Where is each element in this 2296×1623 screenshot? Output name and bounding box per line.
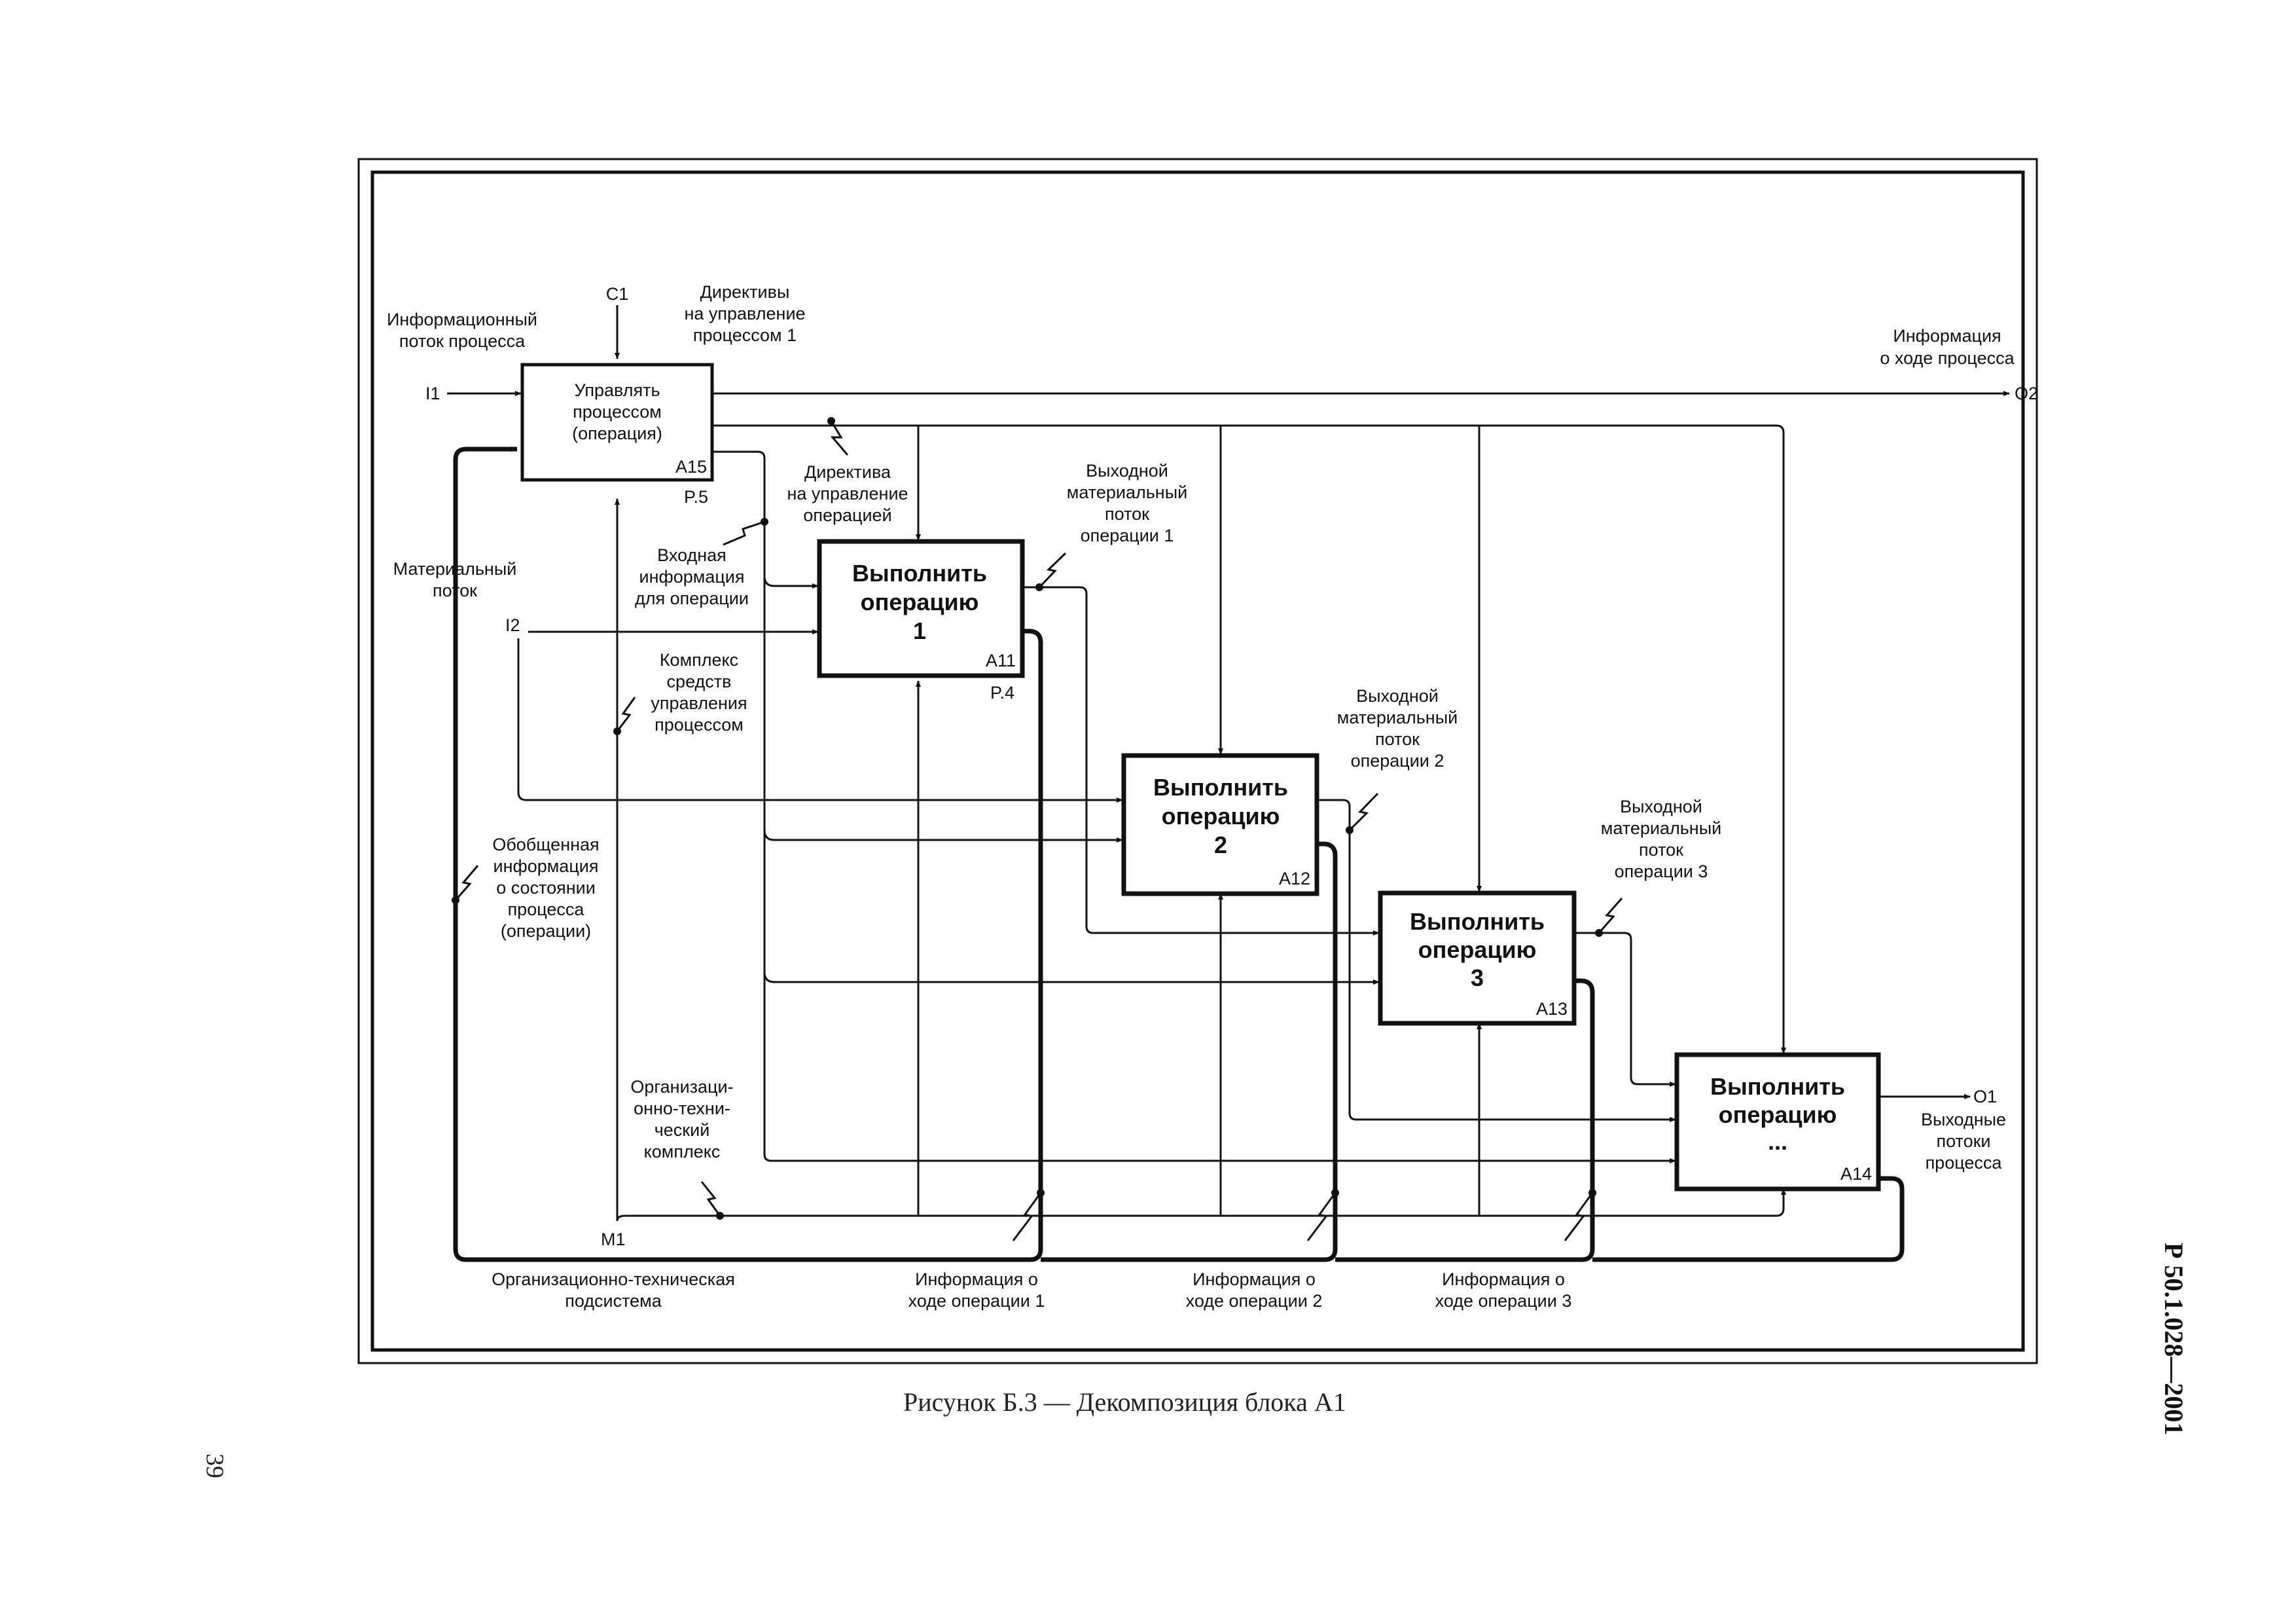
box-a11-title-2: операцию <box>861 589 979 615</box>
label-org-tech-complex-2: онно-техни- <box>634 1099 730 1118</box>
label-info-flow-2: поток процесса <box>399 331 526 351</box>
label-output-flow-2-1: Выходной <box>1356 686 1439 706</box>
box-a13-title-1: Выполнить <box>1410 908 1545 935</box>
box-a12-title-3: 2 <box>1214 831 1227 858</box>
page-number: 39 <box>201 1453 228 1478</box>
arrow-labels: C1 I1 I2 M1 O1 O2 Информационный поток п… <box>387 282 2038 1311</box>
label-output-flow-2-4: операции 2 <box>1351 751 1444 771</box>
label-process-info-2: о ходе процесса <box>1880 348 2015 368</box>
label-directives-3: процессом 1 <box>693 325 797 345</box>
label-i2: I2 <box>505 615 520 635</box>
box-a11-ref: P.4 <box>990 683 1014 702</box>
label-control-means-3: управления <box>651 693 747 713</box>
label-org-tech-complex-1: Организаци- <box>630 1077 733 1097</box>
label-input-info-3: для операции <box>635 589 749 608</box>
label-generalized-info-1: Обобщенная <box>492 835 599 854</box>
label-material-flow-1: Материальный <box>393 559 517 579</box>
box-a14-title-1: Выполнить <box>1710 1073 1845 1100</box>
box-a15-title-1: Управлять <box>574 380 660 400</box>
label-directives-2: на управление <box>684 304 805 323</box>
connectors <box>447 305 2010 1262</box>
label-m1: M1 <box>601 1230 626 1249</box>
label-generalized-info-2: информация <box>493 856 599 876</box>
label-op-info-3-2: ходе операции 3 <box>1435 1291 1572 1311</box>
label-control-means-1: Комплекс <box>660 650 738 670</box>
label-input-info-1: Входная <box>657 545 726 565</box>
label-output-flow-2-3: поток <box>1375 729 1420 749</box>
box-a15-title-2: процессом <box>573 402 662 422</box>
label-input-info-2: информация <box>639 567 745 587</box>
box-a15-code: A15 <box>675 457 707 477</box>
label-org-tech-subsystem-1: Организационно-техническая <box>492 1269 735 1289</box>
label-op-info-1-1: Информация о <box>915 1269 1038 1289</box>
figure-caption: Рисунок Б.3 — Декомпозиция блока A1 <box>903 1387 1346 1417</box>
box-a12-title-2: операцию <box>1162 803 1280 830</box>
label-i1: I1 <box>425 384 440 403</box>
label-output-streams-3: процесса <box>1926 1153 2003 1173</box>
label-info-flow-1: Информационный <box>387 310 537 329</box>
junction-dots <box>452 417 1603 1220</box>
box-a15: Управлять процессом (операция) A15 <box>520 363 714 482</box>
label-generalized-info-4: процесса <box>508 900 585 919</box>
box-a12-title-1: Выполнить <box>1153 774 1288 801</box>
label-op-info-2-2: ходе операции 2 <box>1186 1291 1323 1311</box>
box-a15-title-3: (операция) <box>572 424 662 443</box>
label-control-means-4: процессом <box>655 715 744 735</box>
box-a13-code: A13 <box>1536 999 1568 1019</box>
label-org-tech-subsystem-2: подсистема <box>565 1291 662 1311</box>
label-output-streams-1: Выходные <box>1921 1110 2006 1129</box>
label-op-directive-2: на управление <box>787 484 908 503</box>
outer-frame <box>357 158 2038 1364</box>
box-a11-code: A11 <box>986 651 1016 670</box>
label-output-flow-1-2: материальный <box>1067 483 1187 502</box>
box-a13-title-2: операцию <box>1418 936 1537 963</box>
label-org-tech-complex-3: ческий <box>655 1120 710 1140</box>
label-org-tech-complex-4: комплекс <box>644 1142 721 1161</box>
label-op-info-2-1: Информация о <box>1193 1269 1316 1289</box>
document-id: Р 50.1.028—2001 <box>2159 1243 2189 1436</box>
box-a14: Выполнить операцию ... A14 <box>1674 1052 1881 1192</box>
box-a15-ref: P.5 <box>684 487 708 507</box>
label-o1: O1 <box>1973 1087 1997 1106</box>
label-output-flow-1-1: Выходной <box>1086 461 1168 481</box>
label-generalized-info-3: о состоянии <box>496 878 596 898</box>
label-op-info-1-2: ходе операции 1 <box>908 1291 1045 1311</box>
inner-frame <box>370 170 2025 1352</box>
label-op-info-3-1: Информация о <box>1442 1269 1565 1289</box>
label-output-streams-2: потоки <box>1936 1131 1990 1151</box>
label-generalized-info-5: (операции) <box>501 921 591 941</box>
label-output-flow-1-4: операции 1 <box>1081 526 1174 545</box>
box-a14-title-3: ... <box>1768 1128 1787 1155</box>
label-op-directive-1: Директива <box>804 462 891 482</box>
label-output-flow-3-1: Выходной <box>1620 797 1702 816</box>
box-a12-code: A12 <box>1279 869 1310 888</box>
label-op-directive-3: операцией <box>803 505 891 525</box>
label-output-flow-3-2: материальный <box>1601 818 1721 838</box>
label-c1: C1 <box>606 284 629 304</box>
label-output-flow-1-3: поток <box>1105 504 1149 524</box>
box-a11: Выполнить операцию 1 A11 <box>817 539 1025 678</box>
label-leaders <box>454 420 1623 1241</box>
label-output-flow-2-2: материальный <box>1337 708 1458 727</box>
label-directives-1: Директивы <box>700 282 790 302</box>
box-a14-title-2: операцию <box>1719 1101 1837 1128</box>
label-output-flow-3-4: операции 3 <box>1615 862 1708 881</box>
box-a13-title-3: 3 <box>1471 964 1484 991</box>
label-process-info-1: Информация <box>1893 326 2001 346</box>
box-a12: Выполнить операцию 2 A12 <box>1121 753 1319 896</box>
box-a13: Выполнить операцию 3 A13 <box>1378 890 1577 1026</box>
box-a11-title-3: 1 <box>913 617 926 644</box>
label-material-flow-2: поток <box>433 581 477 600</box>
label-o2: O2 <box>2015 384 2038 403</box>
box-a11-title-1: Выполнить <box>852 560 987 587</box>
box-a14-code: A14 <box>1840 1164 1872 1184</box>
label-control-means-2: средств <box>667 672 732 691</box>
label-output-flow-3-3: поток <box>1639 840 1683 860</box>
